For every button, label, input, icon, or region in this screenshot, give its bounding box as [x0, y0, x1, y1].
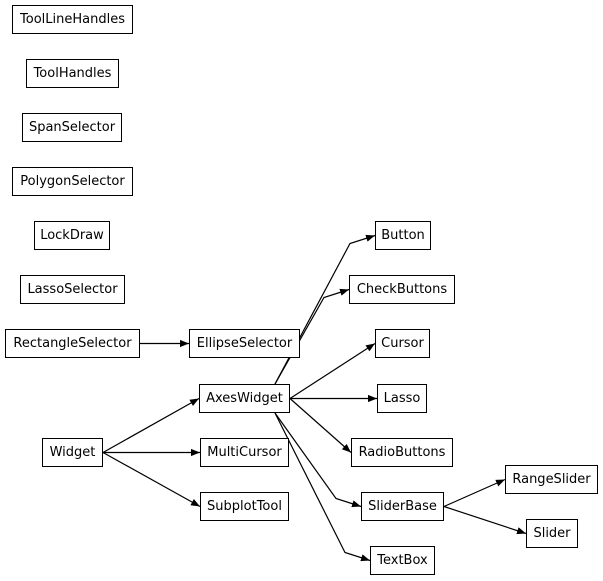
node-multicursor: MultiCursor: [200, 438, 289, 467]
node-lockdraw: LockDraw: [34, 221, 110, 250]
edge-sliderbase-to-rangeslider: [443, 478, 506, 508]
node-radiobuttons: RadioButtons: [351, 438, 453, 467]
edge-axeswidget-to-button: [274, 234, 376, 385]
edge-sliderbase-to-slider: [443, 505, 527, 535]
node-slider: Slider: [526, 519, 578, 548]
edge-axeswidget-to-textbox: [274, 412, 371, 562]
node-rectangleselector: RectangleSelector: [5, 329, 140, 358]
node-subplottool: SubplotTool: [200, 492, 289, 521]
node-checkbuttons: CheckButtons: [349, 275, 455, 304]
node-lassoselector: LassoSelector: [20, 275, 125, 304]
node-button: Button: [375, 221, 431, 250]
node-axeswidget: AxesWidget: [199, 384, 290, 413]
node-spanselector: SpanSelector: [22, 113, 122, 142]
node-cursor: Cursor: [375, 329, 430, 358]
node-sliderbase: SliderBase: [361, 492, 444, 521]
node-toolhandles: ToolHandles: [26, 59, 119, 88]
edge-widget-to-axeswidget: [102, 397, 200, 454]
edge-widget-to-subplottool: [102, 451, 201, 508]
node-ellipseselector: EllipseSelector: [189, 329, 300, 358]
node-lasso: Lasso: [377, 384, 427, 413]
edge-axeswidget-to-cursor: [289, 342, 376, 400]
node-textbox: TextBox: [370, 546, 435, 575]
node-rangeslider: RangeSlider: [505, 465, 598, 494]
node-polygonselector: PolygonSelector: [12, 167, 133, 196]
node-toollinehandles: ToolLineHandles: [12, 5, 133, 34]
node-widget: Widget: [42, 438, 103, 467]
edge-axeswidget-to-sliderbase: [274, 412, 362, 508]
edge-axeswidget-to-radiobuttons: [289, 398, 352, 453]
